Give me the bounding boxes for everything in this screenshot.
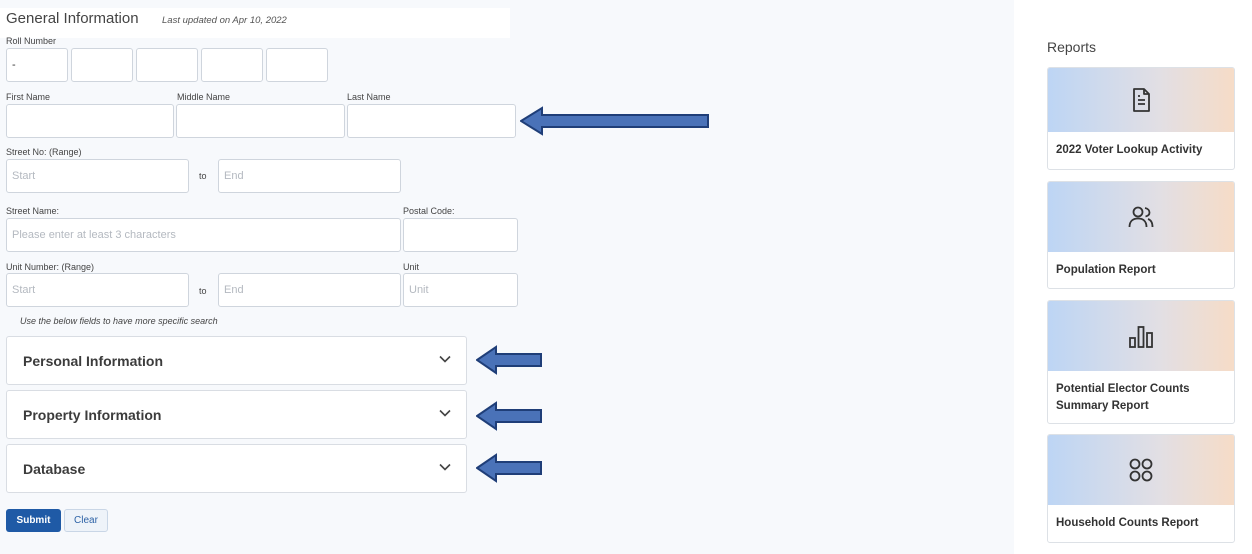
roll-number-segment-5[interactable] — [266, 48, 328, 82]
title-bar — [0, 8, 510, 38]
clear-button[interactable]: Clear — [64, 509, 108, 532]
postal-code-label: Postal Code: — [403, 206, 455, 216]
roll-number-segment-4[interactable] — [201, 48, 263, 82]
roll-number-segment-1[interactable] — [6, 48, 68, 82]
first-name-field[interactable] — [6, 104, 174, 138]
unit-number-to-label: to — [199, 286, 207, 296]
left-arrow-icon — [476, 453, 542, 483]
street-no-to-label: to — [199, 171, 207, 181]
unit-number-start-field[interactable] — [6, 273, 189, 307]
helper-note: Use the below fields to have more specif… — [20, 316, 218, 326]
chevron-down-icon — [439, 355, 451, 363]
street-no-label: Street No: (Range) — [6, 147, 82, 157]
page-title: General Information — [6, 10, 139, 27]
card-banner — [1048, 68, 1234, 132]
last-name-field[interactable] — [347, 104, 516, 138]
section-label: Personal Information — [23, 353, 164, 369]
roll-number-label: Roll Number — [6, 36, 57, 46]
street-name-field[interactable] — [6, 218, 401, 252]
postal-code-field[interactable] — [403, 218, 518, 252]
left-arrow-icon — [520, 106, 709, 136]
bar-chart-icon — [1129, 326, 1153, 348]
roll-number-segment-2[interactable] — [71, 48, 133, 82]
card-banner — [1048, 182, 1234, 252]
report-card-label: Population Report — [1056, 264, 1156, 276]
roll-number-segment-3[interactable] — [136, 48, 198, 82]
street-name-label: Street Name: — [6, 206, 60, 216]
middle-name-label: Middle Name — [177, 92, 231, 102]
card-banner — [1048, 435, 1234, 505]
left-arrow-icon — [476, 401, 542, 431]
submit-button[interactable]: Submit — [6, 509, 61, 532]
section-label: Database — [23, 461, 86, 477]
middle-name-field[interactable] — [176, 104, 345, 138]
unit-number-label: Unit Number: (Range) — [6, 262, 95, 272]
report-card-label: Potential Elector Counts Summary Report — [1056, 383, 1190, 412]
chevron-down-icon — [439, 463, 451, 471]
users-icon — [1128, 206, 1154, 228]
report-card-label: Household Counts Report — [1056, 517, 1199, 529]
report-card-population[interactable]: Population Report — [1047, 181, 1235, 289]
last-name-label: Last Name — [347, 92, 391, 102]
database-section[interactable]: Database — [6, 444, 467, 493]
last-updated-text: Last updated on Apr 10, 2022 — [162, 15, 287, 26]
unit-number-end-field[interactable] — [218, 273, 401, 307]
report-card-potential-elector[interactable]: Potential Elector Counts Summary Report — [1047, 300, 1235, 424]
card-banner — [1048, 301, 1234, 371]
general-information-panel: General Information Last updated on Apr … — [0, 8, 518, 532]
left-arrow-icon — [476, 345, 542, 375]
unit-field[interactable] — [403, 273, 518, 307]
unit-label: Unit — [403, 262, 420, 272]
section-label: Property Information — [23, 407, 162, 423]
reports-heading: Reports — [1047, 39, 1097, 55]
street-no-start-field[interactable] — [6, 159, 189, 193]
property-information-section[interactable]: Property Information — [6, 390, 467, 439]
street-no-end-field[interactable] — [218, 159, 401, 193]
personal-information-section[interactable]: Personal Information — [6, 336, 467, 385]
first-name-label: First Name — [6, 92, 51, 102]
report-card-household-counts[interactable]: Household Counts Report — [1047, 434, 1235, 543]
document-icon — [1133, 88, 1150, 112]
grid-circles-icon — [1129, 458, 1153, 482]
report-card-label: 2022 Voter Lookup Activity — [1056, 144, 1203, 156]
chevron-down-icon — [439, 409, 451, 417]
report-card-voter-lookup[interactable]: 2022 Voter Lookup Activity — [1047, 67, 1235, 170]
